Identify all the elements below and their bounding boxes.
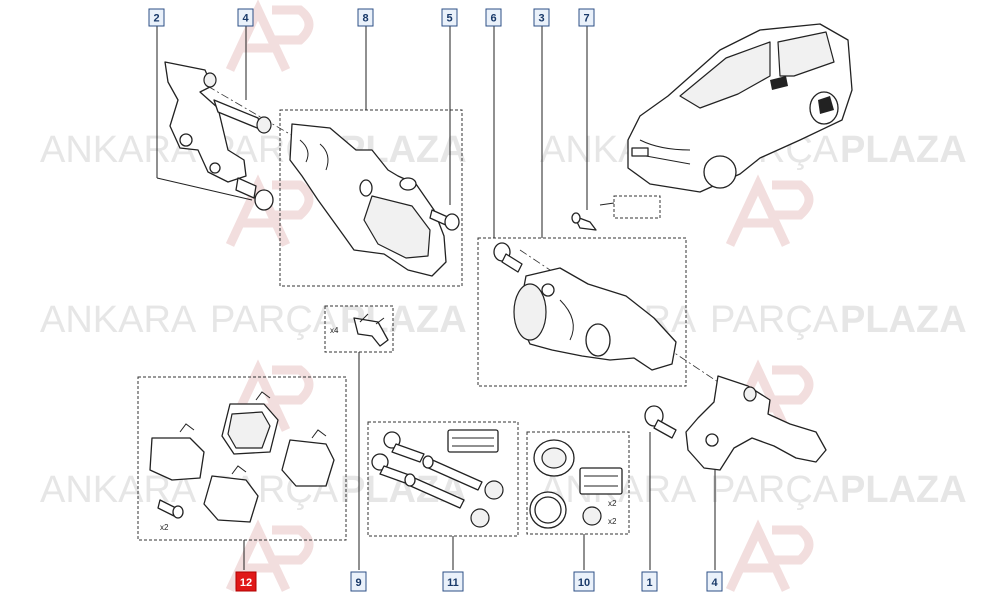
- brake-pad-set: x2: [149, 391, 335, 532]
- callout-10[interactable]: 10: [573, 571, 595, 592]
- ap-logo-icon: [725, 519, 814, 592]
- ap-logo-icon: [725, 174, 814, 247]
- callout-12[interactable]: 12: [235, 571, 257, 592]
- callout-1[interactable]: 1: [641, 571, 658, 592]
- callout-4[interactable]: 4: [237, 8, 254, 27]
- callout-label: 8: [362, 13, 368, 25]
- bleeder-screw: [571, 212, 597, 231]
- guide-pin: [422, 455, 483, 491]
- callout-label: 3: [538, 13, 544, 25]
- guide-pin-left: [213, 99, 272, 134]
- kit-plug2-quantity: x2: [608, 517, 617, 526]
- callout-8[interactable]: 8: [357, 8, 374, 27]
- callout-5[interactable]: 5: [441, 8, 458, 27]
- callout-11[interactable]: 11: [442, 571, 464, 592]
- seal-kit: x2 x2: [529, 439, 623, 529]
- callout-label: 4: [711, 577, 718, 589]
- callout-label: 11: [447, 577, 459, 589]
- ap-logo-icon: [225, 174, 314, 247]
- watermark-word-parca: PARÇA: [710, 299, 839, 341]
- car-illustration: [627, 23, 853, 193]
- leader-lines: [156, 26, 716, 570]
- guide-pin: [404, 473, 465, 509]
- watermark-word-ankara: ANKARA: [40, 129, 197, 171]
- ap-logo-icon: [225, 0, 314, 72]
- brake-pad-set-box: [137, 376, 347, 541]
- callout-4-right[interactable]: 4: [706, 571, 723, 592]
- caliper-housing-right: [513, 267, 677, 371]
- bleeder-cap-box: [613, 195, 661, 219]
- watermark-word-parca: PARÇA: [710, 469, 839, 511]
- callout-7[interactable]: 7: [578, 8, 595, 27]
- seal-kit-box: [526, 431, 630, 535]
- callout-label: 10: [578, 577, 590, 589]
- guide-bolt: [371, 453, 413, 485]
- bracket-bolt-right: [644, 405, 677, 439]
- clip-quantity: x4: [330, 326, 339, 335]
- guide-pin-kit-box: [367, 421, 519, 537]
- callout-9[interactable]: 9: [350, 571, 367, 592]
- caliper-bolt-6: [493, 242, 523, 273]
- caliper-bolt-5: [429, 209, 460, 231]
- callout-label: 6: [490, 13, 496, 25]
- guide-pin-kit: [371, 429, 504, 528]
- guide-bolt: [383, 431, 425, 463]
- callout-label: 4: [242, 13, 249, 25]
- watermark-word-plaza: PLAZA: [840, 299, 967, 341]
- caliper-assembly-box-right: [477, 237, 687, 387]
- ap-logo-icon: [225, 519, 314, 592]
- watermark-word-plaza: PLAZA: [840, 469, 967, 511]
- callout-label: 5: [446, 13, 452, 25]
- callout-label: 7: [583, 13, 589, 25]
- pad-bolt: [157, 499, 184, 519]
- caliper-bracket-right: [685, 375, 827, 471]
- callout-label: 9: [355, 577, 361, 589]
- caliper-assembly-box-left: [279, 109, 463, 287]
- watermark-word-plaza: PLAZA: [840, 129, 967, 171]
- guide-boot: [470, 480, 504, 528]
- caliper-bracket-left: [164, 61, 247, 183]
- callout-label: 2: [153, 13, 159, 25]
- watermark-row-2: ANKARA PARÇA PLAZA ANKARA PARÇA PLAZA: [40, 299, 967, 341]
- callout-label: 12: [240, 577, 252, 589]
- caliper-housing-left: [289, 123, 447, 277]
- pad-clip: x4: [330, 313, 389, 347]
- callout-3[interactable]: 3: [533, 8, 550, 27]
- kit-plug-quantity: x2: [608, 499, 617, 508]
- bracket-bolt-left: [235, 177, 274, 211]
- watermark-word-parca: PARÇA: [210, 299, 339, 341]
- pad-bolt-quantity: x2: [160, 523, 169, 532]
- callout-2[interactable]: 2: [148, 8, 165, 27]
- watermark-word-ankara: ANKARA: [40, 299, 197, 341]
- callout-6[interactable]: 6: [485, 8, 502, 27]
- callout-label: 1: [646, 577, 652, 589]
